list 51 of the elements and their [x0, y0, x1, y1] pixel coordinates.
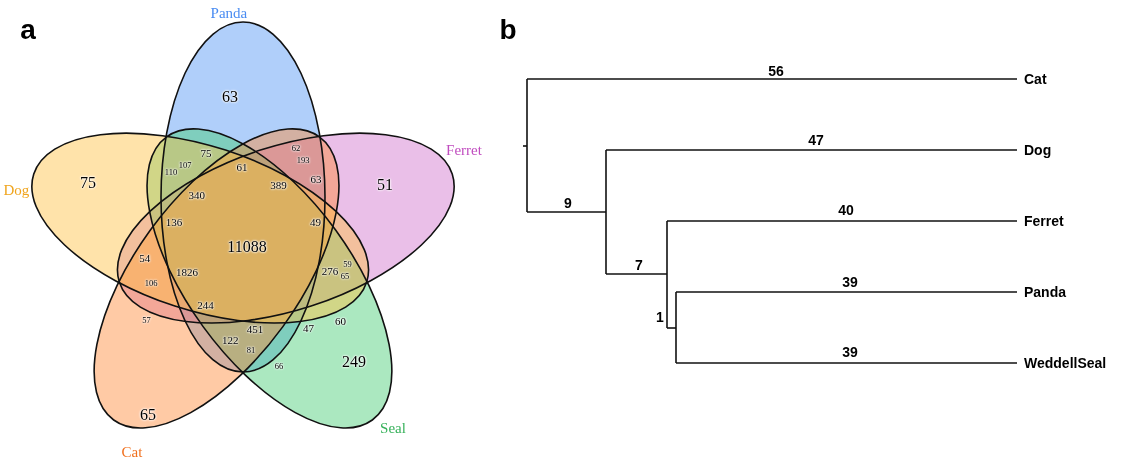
species-name: Dog: [1024, 143, 1052, 157]
branch-length: 7: [635, 258, 643, 272]
panel-letter: b: [499, 16, 517, 44]
region-count: 249: [342, 354, 366, 370]
region-count: 136: [165, 216, 183, 228]
species-name: WeddellSeal: [1024, 356, 1107, 370]
region-count: 65: [340, 271, 350, 281]
region-count: 60: [335, 315, 346, 326]
set-name: Panda: [210, 5, 248, 21]
region-count: 75: [80, 175, 96, 191]
region-count: 57: [142, 315, 151, 324]
region-count: 110: [164, 167, 178, 177]
region-count: 61: [236, 161, 248, 173]
region-count: 59: [343, 259, 352, 269]
species-name: Cat: [1024, 72, 1047, 86]
set-name: Cat: [121, 444, 143, 460]
region-count: 340: [188, 189, 205, 201]
region-count: 66: [274, 361, 284, 371]
region-count: 62: [291, 143, 301, 153]
panel-letter: a: [20, 16, 36, 44]
region-count: 122: [222, 334, 239, 346]
region-count: 106: [144, 278, 158, 288]
region-count: 49: [310, 216, 322, 228]
set-name: Dog: [3, 182, 30, 198]
region-count: 107: [178, 160, 192, 170]
branch-length: 40: [838, 203, 854, 217]
region-count: 81: [246, 345, 256, 355]
branch-length: 56: [768, 64, 784, 78]
branch-length: 39: [842, 275, 858, 289]
species-name: Ferret: [1024, 214, 1064, 228]
region-count: 65: [140, 407, 156, 423]
region-count: 63: [222, 89, 238, 105]
set-name: Seal: [380, 420, 406, 436]
region-count: 54: [139, 252, 151, 264]
branch-length: 47: [808, 133, 824, 147]
region-count: 75: [200, 147, 212, 159]
region-count: 244: [197, 299, 214, 311]
region-count: 193: [296, 155, 310, 165]
region-count: 51: [377, 177, 393, 193]
region-count: 63: [310, 173, 322, 185]
set-name: Ferret: [446, 142, 482, 158]
region-count: 389: [270, 179, 287, 191]
branch-length: 39: [842, 345, 858, 359]
region-count: 1826: [176, 266, 198, 277]
region-count: 276: [321, 265, 339, 277]
branch-length: 1: [656, 310, 664, 324]
region-count: 11088: [227, 239, 267, 255]
branch-length: 9: [564, 196, 572, 210]
region-count: 451: [246, 323, 264, 335]
region-count: 47: [303, 323, 314, 334]
species-name: Panda: [1024, 285, 1066, 299]
